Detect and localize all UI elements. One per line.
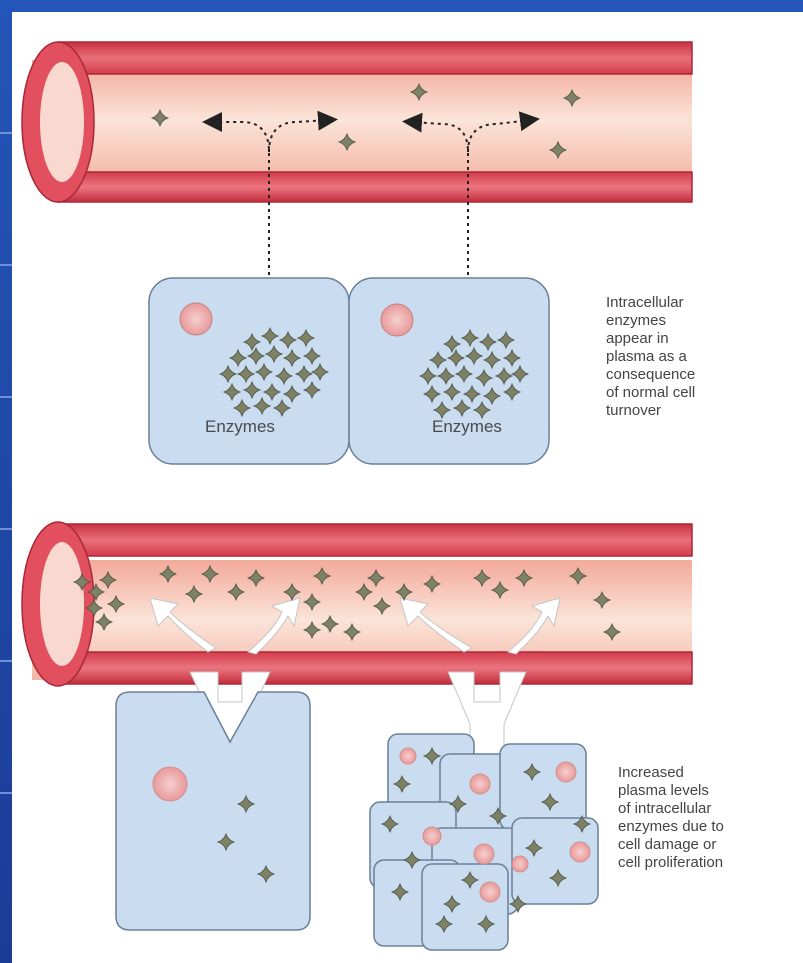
nucleus-icon xyxy=(381,304,413,336)
slide-divider xyxy=(0,132,12,134)
slide-divider xyxy=(0,396,12,398)
slide-divider xyxy=(0,528,12,530)
caption-increased-levels: Increased plasma levels of intracellular… xyxy=(618,764,803,872)
cell-damaged xyxy=(116,692,310,930)
blood-vessel-top xyxy=(22,42,692,202)
nucleus-icon xyxy=(180,303,212,335)
cell-label-enzymes: Enzymes xyxy=(205,417,275,436)
slide-divider xyxy=(0,264,12,266)
diagram-canvas: Enzymes Enzymes xyxy=(12,12,803,963)
slide-divider xyxy=(0,792,12,794)
caption-normal-turnover: Intracellular enzymes appear in plasma a… xyxy=(606,294,796,420)
nucleus-icon xyxy=(153,767,187,801)
cell-label-enzymes: Enzymes xyxy=(432,417,502,436)
slide-divider xyxy=(0,660,12,662)
